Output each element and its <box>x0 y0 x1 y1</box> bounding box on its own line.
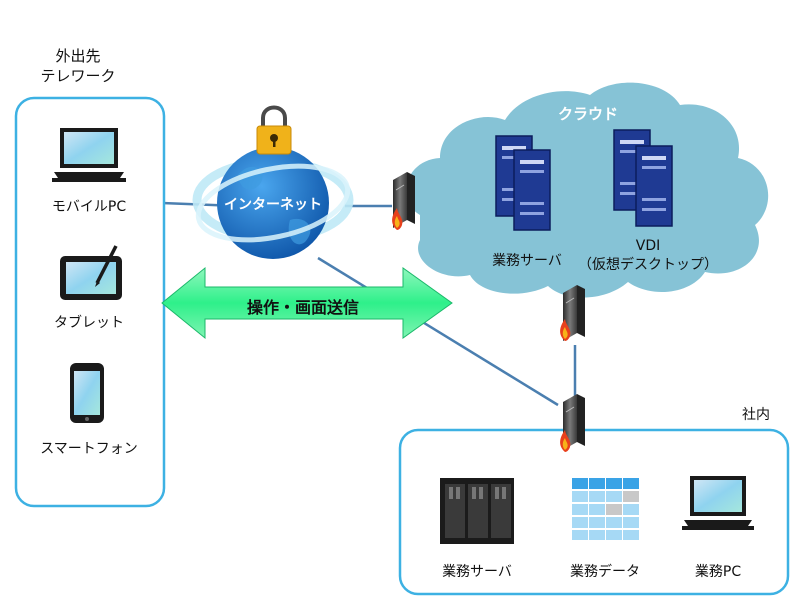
office-server-rack-icon <box>440 478 514 544</box>
cloud-title: クラウド <box>557 105 619 123</box>
vdi-label: VDI （仮想デスクトップ） <box>578 238 718 274</box>
outside-title: 外出先 テレワーク <box>40 46 115 86</box>
lock-icon <box>256 105 292 155</box>
internet-label: インターネット <box>224 197 322 213</box>
office-title: 社内 <box>742 407 770 423</box>
vdi-label-line2: （仮想デスクトップ） <box>578 257 718 273</box>
smartphone-icon <box>70 363 104 423</box>
outside-title-line2: テレワーク <box>40 67 116 85</box>
laptop-icon <box>52 128 126 182</box>
firewall-icon-cloud-entry <box>392 171 416 230</box>
office-laptop-icon <box>682 476 754 530</box>
transfer-label: 操作・画面送信 <box>246 298 360 317</box>
firewall-icon-office <box>560 393 586 452</box>
internet-globe-icon <box>192 147 354 259</box>
tablet-icon <box>60 245 122 300</box>
cloud-server-label: 業務サーバ <box>492 253 562 269</box>
device-label-smartphone: スマートフォン <box>40 441 138 457</box>
office-label-data: 業務データ <box>570 564 640 580</box>
outside-title-line1: 外出先 <box>55 47 101 65</box>
device-label-mobile-pc: モバイルPC <box>51 199 127 215</box>
office-label-pc: 業務PC <box>694 564 742 580</box>
firewall-icon-cloud-exit <box>560 284 586 342</box>
cloud-server-icon <box>495 135 551 231</box>
office-label-server: 業務サーバ <box>442 564 512 580</box>
data-grid-icon <box>571 478 639 540</box>
transfer-arrow <box>161 266 453 340</box>
device-label-tablet: タブレット <box>54 315 124 331</box>
vdi-label-line1: VDI <box>635 238 661 254</box>
